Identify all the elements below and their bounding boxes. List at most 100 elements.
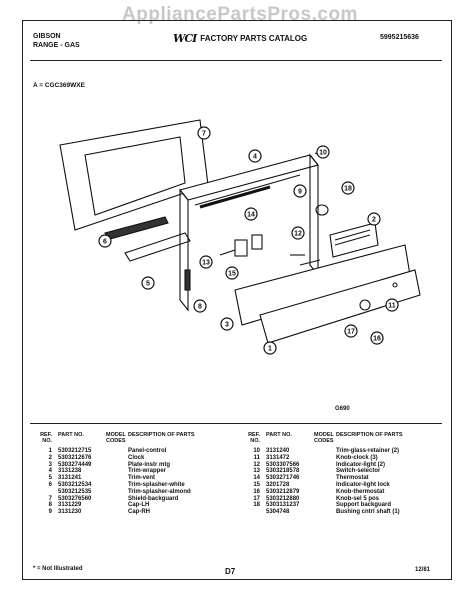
svg-text:6: 6 bbox=[103, 239, 107, 246]
row-part-number: 5303212715 bbox=[58, 448, 92, 454]
row-description: Bushing cntrl shaft (1) bbox=[336, 509, 400, 516]
svg-text:11: 11 bbox=[388, 303, 396, 310]
diagram-code: G690 bbox=[335, 406, 350, 412]
row-model-code bbox=[106, 468, 128, 475]
svg-text:16: 16 bbox=[373, 336, 381, 343]
row-model-code bbox=[106, 489, 128, 496]
row-ref bbox=[238, 509, 266, 516]
callout-6: 6 bbox=[98, 234, 112, 248]
row-model-code bbox=[314, 455, 336, 462]
header-divider bbox=[30, 60, 442, 61]
svg-text:9: 9 bbox=[298, 189, 302, 196]
row-ref: 15 bbox=[253, 481, 260, 488]
row-model-code bbox=[314, 502, 336, 509]
row-ref: 16 bbox=[253, 488, 260, 495]
row-ref: 18 bbox=[253, 502, 260, 509]
row-part-number: 3131240 bbox=[266, 448, 290, 454]
row-part-number: 3131238 bbox=[58, 468, 82, 475]
svg-text:5: 5 bbox=[146, 281, 150, 288]
row-ref bbox=[30, 489, 58, 496]
diagram-line-art bbox=[59, 119, 421, 344]
header-model: MODEL CODES bbox=[314, 432, 334, 444]
row-part-number: 5303271746 bbox=[266, 475, 300, 482]
row-ref: 17 bbox=[253, 495, 260, 502]
header-part: PART NO. bbox=[266, 432, 292, 438]
row-description: Shield-backguard bbox=[128, 495, 179, 502]
header-part: PART NO. bbox=[58, 432, 84, 438]
callout-4: 4 bbox=[248, 149, 262, 163]
svg-text:15: 15 bbox=[228, 271, 236, 278]
callout-15: 15 bbox=[225, 266, 239, 280]
row-model-code bbox=[106, 496, 128, 503]
row-ref: 10 bbox=[253, 448, 260, 454]
row-part-number: 5303212534 bbox=[58, 481, 92, 488]
row-description: Switch-selector bbox=[336, 468, 381, 475]
catalog-title: FACTORY PARTS CATALOG bbox=[200, 34, 308, 43]
table-divider bbox=[30, 423, 442, 424]
row-ref: 13 bbox=[253, 468, 260, 475]
watermark: AppliancePartsPros.com bbox=[122, 4, 358, 25]
callout-18: 18 bbox=[341, 181, 355, 195]
svg-text:4: 4 bbox=[253, 154, 257, 161]
row-ref: 9 bbox=[48, 509, 52, 516]
header-desc: DESCRIPTION OF PARTS bbox=[336, 432, 403, 438]
row-model-code bbox=[314, 482, 336, 489]
callout-3: 3 bbox=[220, 317, 234, 331]
row-model-code bbox=[106, 448, 128, 455]
row-model-code bbox=[314, 475, 336, 482]
row-description: Indicator-light lock bbox=[336, 481, 390, 488]
row-ref: 6 bbox=[48, 481, 52, 488]
wci-logo: WCI bbox=[173, 32, 197, 45]
row-description: Trim-vent bbox=[128, 475, 156, 482]
row-part-number: 3131472 bbox=[266, 454, 290, 461]
callout-8: 8 bbox=[193, 299, 207, 313]
svg-text:18: 18 bbox=[344, 186, 352, 193]
table-header-row: REF. NO. PART NO. MODEL CODES DESCRIPTIO… bbox=[30, 432, 194, 448]
row-model-code bbox=[106, 462, 128, 469]
svg-text:8: 8 bbox=[198, 304, 202, 311]
row-part-number: 5303274449 bbox=[58, 461, 92, 468]
row-ref: 11 bbox=[253, 454, 260, 461]
row-ref: 5 bbox=[48, 475, 52, 482]
row-description: Cap-LH bbox=[128, 502, 150, 509]
row-description: Trim-splasher-white bbox=[128, 481, 185, 488]
row-model-code bbox=[106, 482, 128, 489]
callout-7: 7 bbox=[197, 126, 211, 140]
table-row: 6 5303212534 Trim-splasher-white bbox=[30, 482, 195, 489]
model-line: A = CGC369WXE bbox=[33, 82, 85, 89]
footnote: * = Not Illustrated bbox=[33, 566, 83, 572]
row-part-number: 5303276560 bbox=[58, 495, 92, 502]
row-model-code bbox=[106, 475, 128, 482]
header-ref: REF. NO. bbox=[40, 432, 52, 444]
svg-text:2: 2 bbox=[372, 217, 376, 224]
row-ref: 12 bbox=[253, 461, 260, 468]
page-number: D7 bbox=[225, 567, 236, 576]
row-description: Trim-splasher-almond bbox=[128, 488, 191, 495]
row-description: Thermostat bbox=[336, 475, 369, 482]
row-description: Panel-control bbox=[128, 448, 167, 454]
callout-16: 16 bbox=[370, 331, 384, 345]
row-part-number: 5303218578 bbox=[266, 468, 300, 475]
row-description: Knob-sel 5 pos bbox=[336, 495, 380, 502]
svg-text:17: 17 bbox=[347, 329, 355, 336]
row-ref: 14 bbox=[253, 475, 260, 482]
row-model-code bbox=[314, 496, 336, 503]
callout-2: 2 bbox=[367, 212, 381, 226]
row-ref: 4 bbox=[48, 468, 52, 475]
callout-13: 13 bbox=[199, 255, 213, 269]
catalog-sheet bbox=[22, 20, 452, 580]
row-model-code bbox=[314, 468, 336, 475]
callout-11: 11 bbox=[385, 298, 399, 312]
row-part-number: 5303212879 bbox=[266, 488, 300, 495]
product-category: RANGE - GAS bbox=[33, 42, 80, 49]
callout-5: 5 bbox=[141, 276, 155, 290]
callout-10: 10 bbox=[316, 145, 330, 159]
row-part-number: 3131230 bbox=[58, 509, 82, 516]
